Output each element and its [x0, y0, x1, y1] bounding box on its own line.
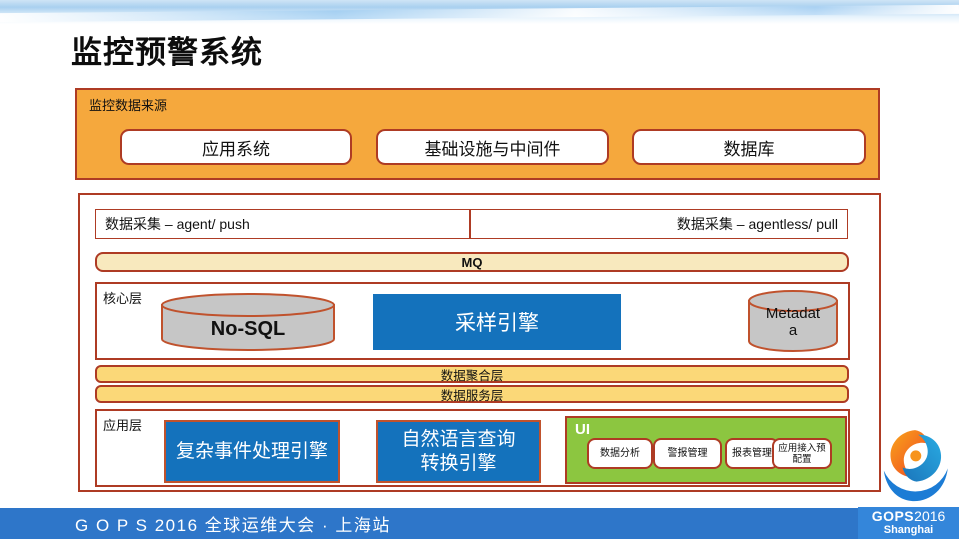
cep-engine-label: 复杂事件处理引擎	[176, 440, 329, 462]
cylinder-shape-icon	[161, 293, 335, 351]
footer-bar: G O P S 2016 全球运维大会 · 上海站	[0, 508, 959, 539]
metadata-label: Metadata	[765, 305, 821, 339]
footer-conference-title: G O P S 2016 全球运维大会 · 上海站	[75, 516, 391, 535]
core-layer-panel: 核心层 No-SQL 采样引擎 Metadata	[95, 282, 850, 360]
nosql-cylinder: No-SQL	[158, 292, 338, 354]
top-decorative-band	[0, 0, 959, 24]
ui-panel: UI 数据分析 警报管理 报表管理 应用接入预配置	[565, 416, 847, 484]
ui-item-report-management: 报表管理	[725, 438, 779, 469]
application-layer-label: 应用层	[103, 418, 143, 433]
nosql-label: No-SQL	[210, 318, 286, 340]
nl-query-engine-box: 自然语言查询转换引擎	[376, 420, 541, 483]
ui-item-alert-management: 警报管理	[653, 438, 722, 469]
collect-agent-push: 数据采集 – agent/ push	[95, 209, 470, 239]
cylinder-shape-icon	[748, 290, 838, 352]
ui-item-data-analysis: 数据分析	[587, 438, 653, 469]
metadata-cylinder: Metadata	[746, 289, 840, 355]
cep-engine-box: 复杂事件处理引擎	[164, 420, 340, 483]
sources-panel: 监控数据来源 应用系统 基础设施与中间件 数据库	[75, 88, 880, 180]
collect-agentless-pull: 数据采集 – agentless/ pull	[470, 209, 848, 239]
nl-query-engine-label: 自然语言查询转换引擎	[401, 428, 516, 474]
source-infra-middleware: 基础设施与中间件	[376, 129, 609, 165]
application-layer-panel: 应用层 复杂事件处理引擎 自然语言查询转换引擎 UI 数据分析 警报管理 报表管…	[95, 409, 850, 487]
gops-swirl-logo-icon	[883, 430, 948, 502]
source-database: 数据库	[632, 129, 866, 165]
data-aggregation-layer-bar: 数据聚合层	[95, 365, 849, 383]
gops-logo-line: GOPS2016	[872, 509, 946, 523]
core-layer-label: 核心层	[103, 291, 143, 306]
top-band-streak	[0, 4, 959, 23]
sources-panel-label: 监控数据来源	[89, 98, 168, 113]
ui-panel-label: UI	[575, 421, 590, 438]
sampling-engine-box: 采样引擎	[373, 294, 621, 350]
mq-bar: MQ	[95, 252, 849, 272]
ui-item-app-preconfig: 应用接入预配置	[772, 438, 832, 469]
gops-logo-city: Shanghai	[883, 524, 934, 536]
gops-logo-year: 2016	[914, 508, 946, 524]
page-title: 监控预警系统	[71, 35, 263, 70]
gops-logo-box: GOPS2016 Shanghai	[858, 507, 959, 539]
source-app-system: 应用系统	[120, 129, 352, 165]
data-service-layer-bar: 数据服务层	[95, 385, 849, 403]
gops-logo-name: GOPS	[871, 508, 915, 524]
